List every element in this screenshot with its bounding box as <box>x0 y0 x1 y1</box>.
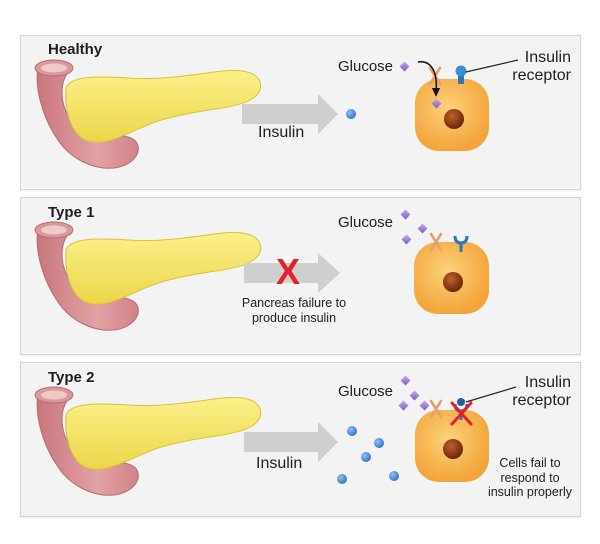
panel-title-type1: Type 1 <box>48 204 95 221</box>
panel-title-healthy: Healthy <box>48 41 103 58</box>
insulin-release-arrow-2 <box>244 422 338 462</box>
failure-x-mark: X <box>276 251 301 292</box>
receptor-label-2-line1: Insulin <box>524 374 571 391</box>
blocked-arrow <box>244 253 340 293</box>
resistance-note: Cells fail to respond to insulin properl… <box>482 456 578 500</box>
cell-type1 <box>414 242 489 314</box>
receptor-label-line2: receptor <box>512 67 571 84</box>
pancreas-failure-text: Pancreas failure to produce insulin <box>228 296 360 325</box>
failure-text-line2: produce insulin <box>251 310 337 325</box>
receptor-label-2: Insulin receptor <box>505 374 571 410</box>
glucose-molecules-type2 <box>398 375 430 411</box>
glucose-transporter <box>428 66 443 419</box>
insulin-label-2: Insulin <box>256 455 303 472</box>
insulin-receptor-healthy <box>455 65 467 84</box>
receptor-leader-line <box>465 59 519 73</box>
receptor-label-line1: Insulin <box>524 49 571 66</box>
cell-type2 <box>415 410 489 482</box>
pancreas-illustration <box>34 59 262 169</box>
glucose-label-2: Glucose <box>338 214 394 231</box>
receptor-failure-mark <box>450 401 473 426</box>
note-line3: insulin properly <box>487 485 573 499</box>
pancreas-shape <box>65 70 262 143</box>
receptor-label-2-line2: receptor <box>512 392 571 409</box>
duodenum-shape <box>36 65 139 169</box>
panel-title-type2: Type 2 <box>48 369 95 386</box>
insulin-molecules <box>337 426 399 484</box>
cell-healthy <box>415 79 489 151</box>
note-line1: Cells fail to <box>499 456 561 470</box>
insulin-molecule <box>346 109 356 119</box>
note-line2: respond to <box>500 470 560 485</box>
receptor-leader-line-2 <box>465 386 517 403</box>
glucose-molecules-type1 <box>400 209 428 245</box>
receptor-label: Insulin receptor <box>505 49 571 85</box>
glucose-label: Glucose <box>338 58 394 75</box>
insulin-receptor-type1 <box>453 235 469 252</box>
glucose-label-3: Glucose <box>338 383 394 400</box>
failure-text-line1: Pancreas failure to <box>241 296 347 310</box>
glucose-entry-arrow <box>417 61 438 93</box>
insulin-release-arrow <box>242 94 338 134</box>
insulin-label: Insulin <box>258 124 305 141</box>
